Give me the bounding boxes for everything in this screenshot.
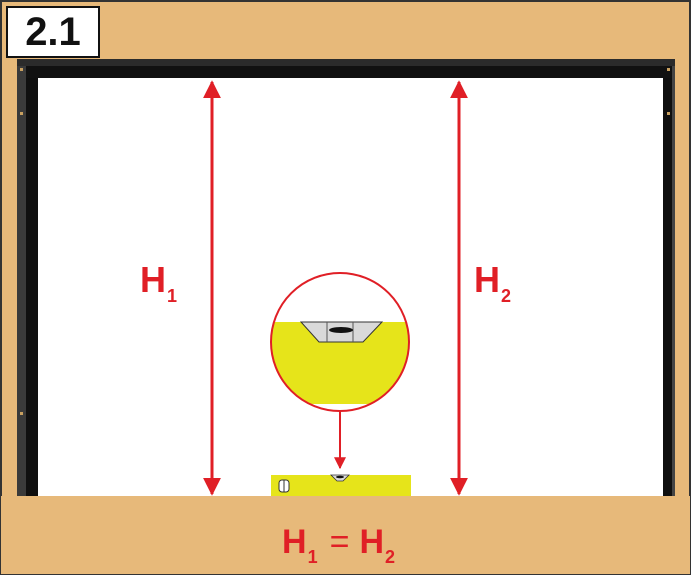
frame-right-post-outer (672, 66, 675, 496)
step-number-box: 2.1 (6, 6, 100, 58)
height-label-left-letter: H (140, 259, 166, 300)
equation-left-subscript: 1 (307, 547, 318, 567)
equation-left-letter: H (282, 523, 307, 561)
equation-right-subscript: 2 (385, 547, 396, 567)
height-label-right: H2 (474, 259, 511, 306)
screw-mark (20, 412, 23, 415)
equation-operator: = (329, 523, 350, 561)
frame-top-rail (17, 59, 675, 66)
height-label-left: H1 (140, 259, 177, 306)
frame-screws (20, 68, 670, 415)
height-label-right-letter: H (474, 259, 500, 300)
frame-top-bar (26, 66, 672, 78)
screw-mark (20, 68, 23, 71)
frame-left-post-outer (17, 66, 26, 496)
level-bubble (336, 475, 344, 479)
height-equation: H1=H2 (282, 523, 395, 566)
screw-mark (667, 112, 670, 115)
step-number: 2.1 (25, 9, 81, 54)
frame-left-post (26, 78, 38, 496)
magnifier-bubble (329, 327, 353, 333)
equation-right-letter: H (359, 523, 384, 561)
frame-right-post (663, 78, 672, 496)
screw-mark (667, 68, 670, 71)
level-body (271, 475, 411, 496)
floor (1, 496, 690, 574)
screw-mark (20, 112, 23, 115)
height-label-right-subscript: 2 (501, 286, 512, 306)
spirit-level (271, 474, 411, 496)
height-label-left-subscript: 1 (167, 286, 178, 306)
magnifier (270, 272, 410, 470)
